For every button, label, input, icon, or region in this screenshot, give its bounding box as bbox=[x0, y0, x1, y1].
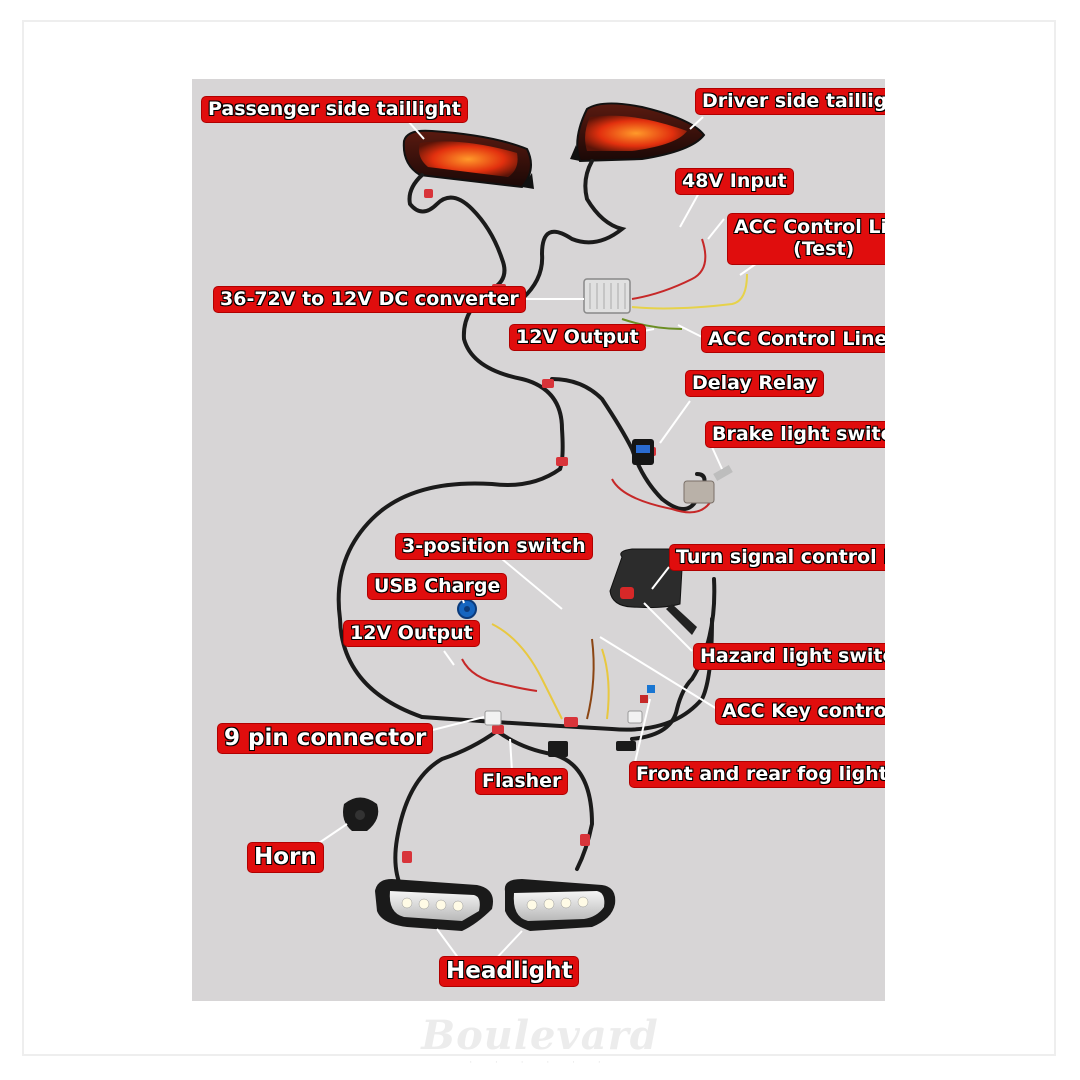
brand-tagline: · · · · · · bbox=[469, 1058, 611, 1068]
flasher-part bbox=[548, 741, 568, 757]
label-turn-signal-box: Turn signal control Box bbox=[670, 545, 885, 570]
label-48v-input: 48V Input bbox=[676, 169, 793, 194]
image-frame bbox=[22, 20, 1056, 1056]
label-brake-light-switch: Brake light switch bbox=[706, 422, 885, 447]
driver-taillight bbox=[570, 102, 706, 163]
label-driver-taillight: Driver side taillight bbox=[696, 89, 885, 114]
label-acc-control-line-test: ACC Control Line (Test) bbox=[728, 214, 885, 264]
label-hazard-light-switch: Hazard light switch bbox=[694, 644, 885, 669]
brake-light-switch-part bbox=[683, 465, 733, 504]
dc-converter bbox=[583, 278, 631, 314]
label-fog-lights: Front and rear fog lights bbox=[630, 762, 885, 787]
right-headlight bbox=[504, 879, 616, 931]
label-3-position-switch: 3-position switch bbox=[396, 534, 592, 559]
wiring-diagram: Passenger side taillight Driver side tai… bbox=[192, 79, 885, 1001]
label-flasher: Flasher bbox=[476, 769, 568, 794]
label-dc-converter: 36-72V to 12V DC converter bbox=[214, 287, 525, 312]
passenger-taillight bbox=[402, 129, 534, 189]
main-harness bbox=[336, 159, 717, 891]
label-9-pin-connector: 9 pin connector bbox=[218, 724, 433, 753]
label-acc-control-line: ACC Control Line bbox=[702, 327, 885, 352]
left-headlight bbox=[375, 879, 493, 931]
label-usb-charge: USB Charge bbox=[368, 574, 507, 599]
label-horn: Horn bbox=[248, 843, 323, 872]
label-headlight: Headlight bbox=[440, 957, 579, 986]
delay-relay bbox=[632, 439, 654, 465]
brand-watermark: Boulevard bbox=[421, 1012, 659, 1059]
nine-pin-connector-part bbox=[484, 710, 502, 726]
fog-light-connectors bbox=[616, 685, 655, 751]
usb-charge-part bbox=[457, 599, 477, 619]
wiring-harness-drawing bbox=[309, 102, 761, 964]
label-passenger-taillight: Passenger side taillight bbox=[202, 97, 467, 122]
label-12v-output-top: 12V Output bbox=[510, 325, 645, 350]
turn-signal-control-box bbox=[609, 548, 697, 635]
label-12v-output-bottom: 12V Output bbox=[344, 621, 479, 646]
label-delay-relay: Delay Relay bbox=[686, 371, 824, 396]
horn-part bbox=[343, 797, 379, 831]
thin-wires bbox=[461, 238, 748, 720]
label-acc-key-control: ACC Key control bbox=[716, 699, 885, 724]
